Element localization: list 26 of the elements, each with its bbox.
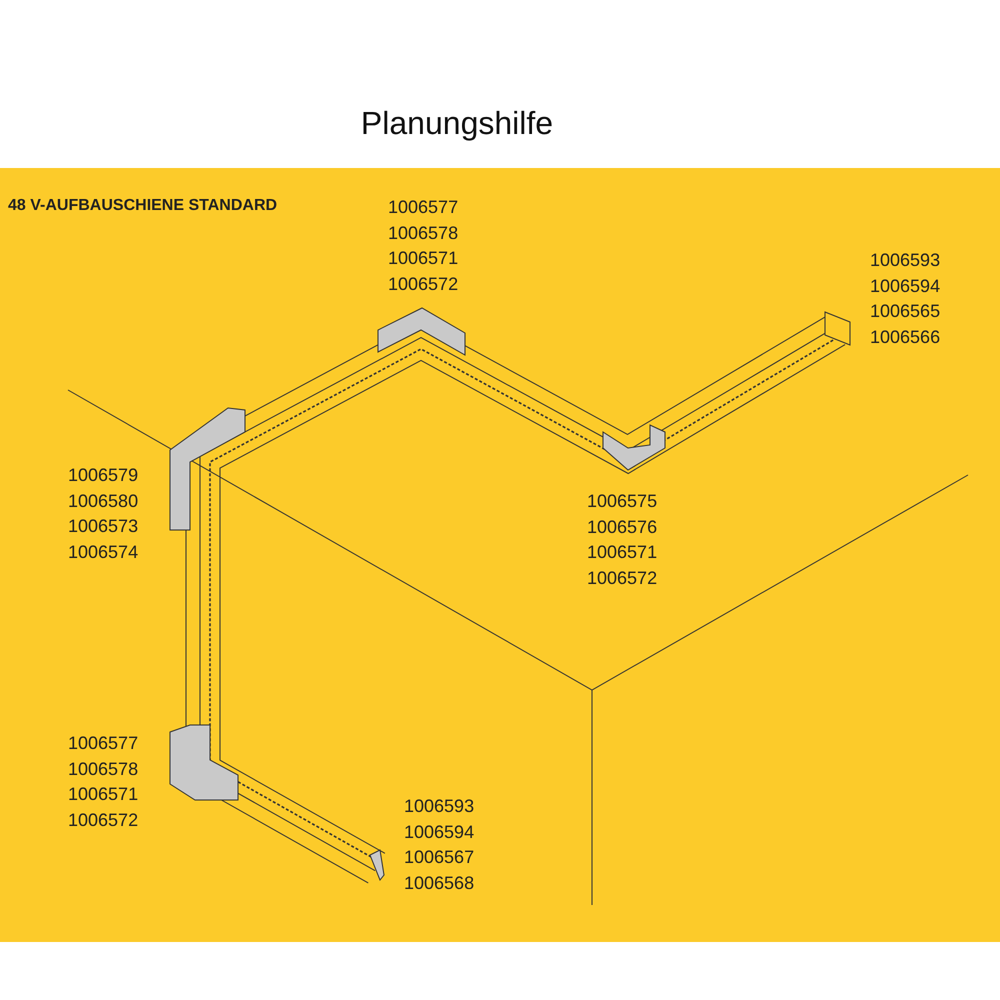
article-number: 1006568 (404, 872, 474, 892)
article-number: 1006593 (404, 796, 474, 816)
article-number: 1006577 (388, 197, 458, 217)
article-number: 1006574 (68, 542, 138, 562)
article-number: 1006566 (870, 326, 940, 346)
article-number: 1006594 (870, 276, 940, 296)
article-number: 1006578 (68, 758, 138, 778)
article-number: 1006571 (388, 248, 458, 268)
article-number: 1006578 (388, 222, 458, 242)
article-number: 1006572 (68, 810, 138, 830)
article-number: 1006576 (587, 516, 658, 536)
article-number: 1006580 (68, 490, 138, 510)
title: Planungshilfe (360, 104, 554, 143)
article-number: 1006572 (388, 274, 458, 294)
article-number: 1006594 (404, 822, 474, 842)
heading: 48 V-AUFBAUSCHIENE STANDARD (8, 196, 278, 216)
article-number: 1006573 (68, 516, 138, 536)
article-number: 1006571 (587, 542, 658, 562)
article-number: 1006572 (587, 568, 658, 588)
article-number: 1006577 (68, 733, 138, 753)
article-number: 1006579 (68, 465, 138, 485)
article-number: 1006575 (587, 491, 658, 511)
article-number: 1006565 (870, 301, 940, 321)
article-number: 1006571 (68, 784, 138, 804)
article-number: 1006567 (404, 847, 474, 867)
article-number: 1006593 (870, 250, 940, 270)
